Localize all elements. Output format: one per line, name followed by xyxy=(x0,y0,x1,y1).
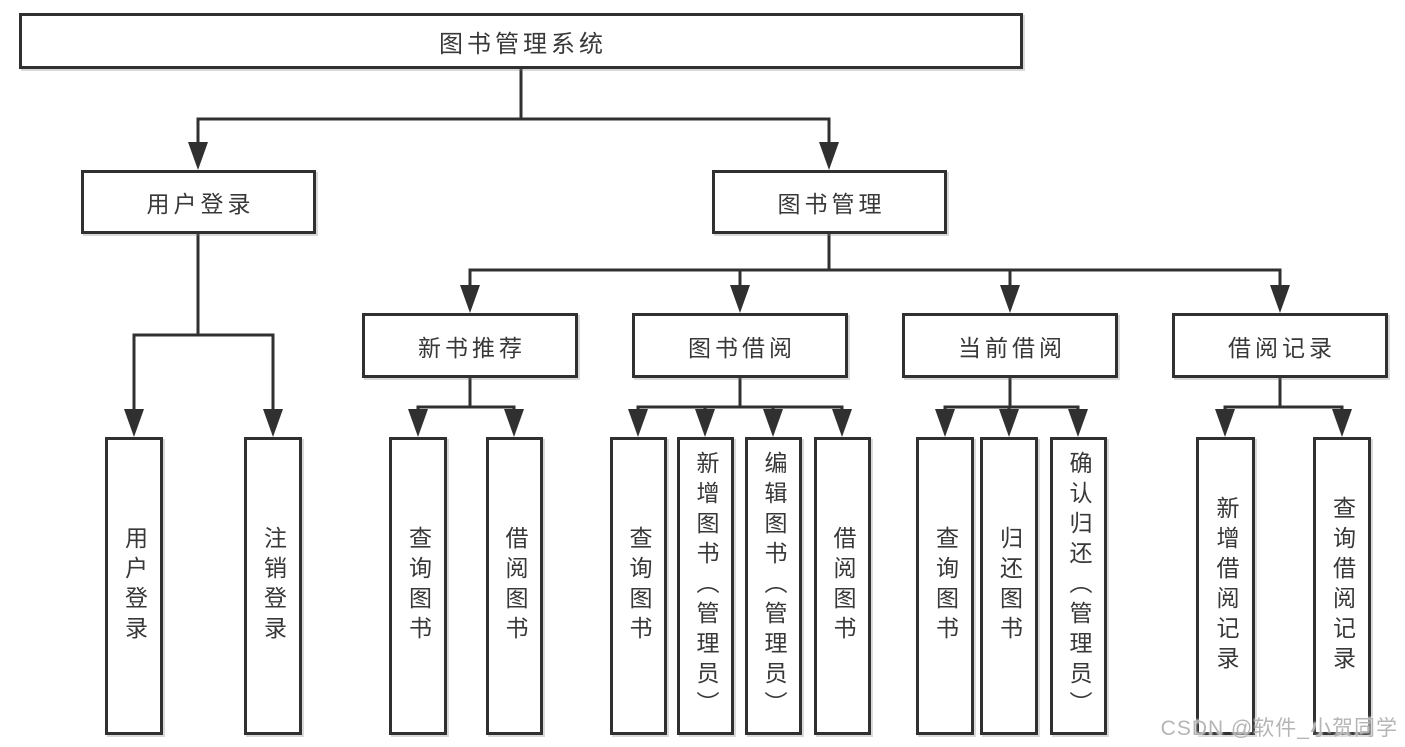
node-label: 图书管理 xyxy=(777,191,886,217)
node-label: 当前借阅 xyxy=(958,334,1066,361)
arrowhead xyxy=(695,409,715,437)
leaf-label: 查询图书 xyxy=(932,526,959,646)
node-borrow-record: 借阅记录 xyxy=(1172,313,1388,378)
arrowhead xyxy=(1215,409,1235,437)
leaf-label: 借阅图书 xyxy=(502,526,528,646)
csdn-watermark: CSDN @软件_小贺同学 xyxy=(1160,717,1398,740)
arrowhead xyxy=(628,409,648,437)
node-label: 借阅记录 xyxy=(1228,334,1336,361)
node-current-borrow: 当前借阅 xyxy=(902,313,1118,378)
leaf-query-books-recommend: 查询图书 xyxy=(389,437,447,735)
leaf-return-books: 归还图书 xyxy=(980,437,1038,735)
leaf-query-books-borrow: 查询图书 xyxy=(610,437,667,735)
leaf-query-borrow-record: 查询借阅记录 xyxy=(1313,437,1371,735)
leaf-user-login: 用户登录 xyxy=(105,437,163,735)
arrowhead xyxy=(1270,285,1290,313)
node-label: 用户登录 xyxy=(146,191,255,217)
leaf-query-books-current: 查询图书 xyxy=(916,437,974,735)
arrowhead xyxy=(504,409,524,437)
leaf-label: 查询借阅记录 xyxy=(1329,496,1356,676)
arrowhead xyxy=(408,409,428,437)
arrowhead xyxy=(730,285,750,313)
node-label: 图书管理系统 xyxy=(439,30,607,58)
leaf-label: 查询图书 xyxy=(405,526,432,646)
node-library-management-system: 图书管理系统 xyxy=(19,13,1023,69)
leaf-confirm-return-admin: 确认归还（管理员） xyxy=(1050,437,1107,735)
leaf-label: 注销登录 xyxy=(260,526,287,646)
leaf-label: 查询图书 xyxy=(626,526,652,646)
leaf-label: 归还图书 xyxy=(996,526,1023,646)
leaf-label: 确认归还（管理员） xyxy=(1066,451,1092,721)
arrowhead xyxy=(999,409,1019,437)
leaf-add-borrow-record: 新增借阅记录 xyxy=(1196,437,1255,735)
arrowhead xyxy=(1000,285,1020,313)
arrowhead xyxy=(763,409,783,437)
node-label: 新书推荐 xyxy=(418,334,526,361)
leaf-label: 用户登录 xyxy=(121,526,148,646)
arrowhead xyxy=(1068,409,1088,437)
arrowheads xyxy=(124,142,1352,437)
leaf-borrow-books-recommend: 借阅图书 xyxy=(486,437,543,735)
arrowhead xyxy=(263,409,283,437)
arrowhead xyxy=(460,285,480,313)
arrowhead xyxy=(1332,409,1352,437)
node-user-login: 用户登录 xyxy=(81,170,316,234)
node-book-management: 图书管理 xyxy=(712,170,947,234)
leaf-label: 新增借阅记录 xyxy=(1213,496,1239,676)
arrowhead xyxy=(819,142,839,170)
leaf-add-books-admin: 新增图书（管理员） xyxy=(677,437,734,735)
leaf-label: 借阅图书 xyxy=(830,526,856,646)
leaf-logout: 注销登录 xyxy=(244,437,302,735)
leaf-edit-books-admin: 编辑图书（管理员） xyxy=(745,437,802,735)
arrowhead xyxy=(935,409,955,437)
node-book-borrow: 图书借阅 xyxy=(632,313,848,378)
arrowhead xyxy=(832,409,852,437)
leaf-label: 新增图书（管理员） xyxy=(693,451,719,721)
leaf-borrow-books: 借阅图书 xyxy=(814,437,871,735)
arrowhead xyxy=(188,142,208,170)
leaf-label: 编辑图书（管理员） xyxy=(761,451,787,721)
node-new-book-recommend: 新书推荐 xyxy=(362,313,578,378)
node-label: 图书借阅 xyxy=(688,334,796,361)
arrowhead xyxy=(124,409,144,437)
